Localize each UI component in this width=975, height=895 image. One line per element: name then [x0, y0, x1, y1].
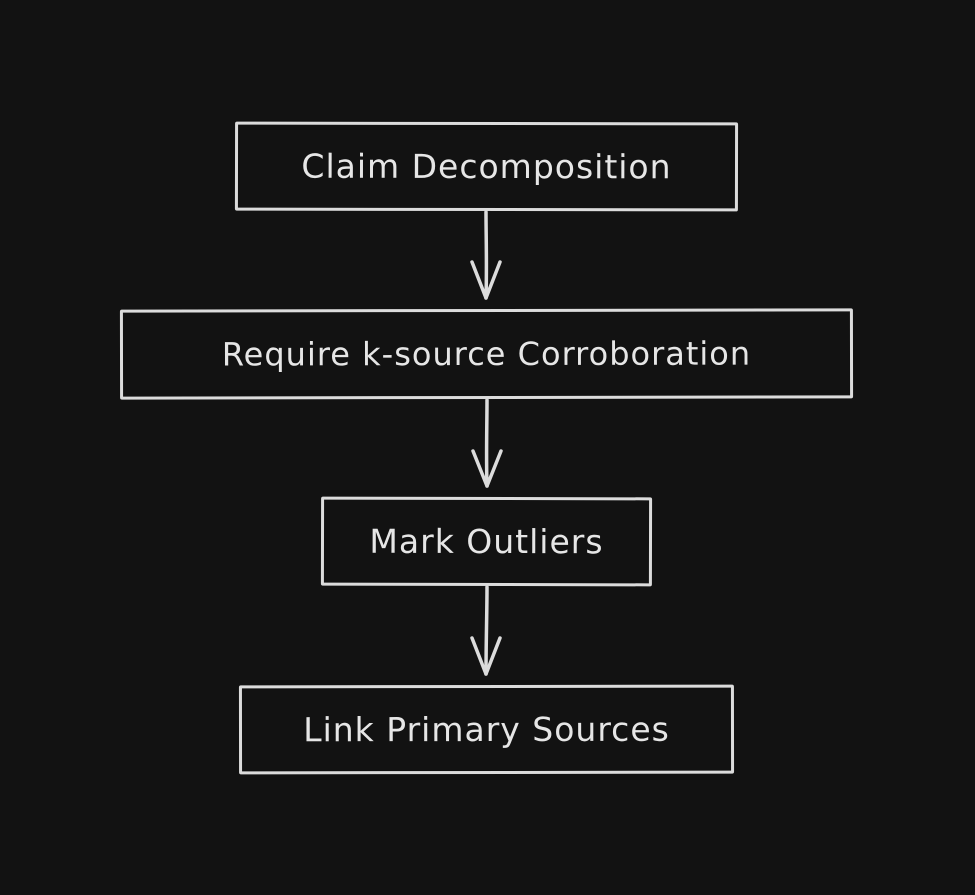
node-label: Require k-source Corroboration [221, 334, 752, 374]
arrow-claim-to-corroboration [470, 210, 502, 300]
node-label: Mark Outliers [369, 521, 604, 562]
node-label: Claim Decomposition [301, 146, 672, 187]
node-link-primary-sources[interactable]: Link Primary Sources [238, 684, 735, 775]
node-label: Link Primary Sources [303, 709, 670, 750]
node-claim-decomposition[interactable]: Claim Decomposition [234, 121, 739, 212]
node-mark-outliers[interactable]: Mark Outliers [320, 496, 653, 587]
arrow-corroboration-to-outliers [471, 398, 503, 488]
arrow-outliers-to-sources [470, 585, 502, 676]
node-require-k-source-corroboration[interactable]: Require k-source Corroboration [119, 308, 854, 400]
